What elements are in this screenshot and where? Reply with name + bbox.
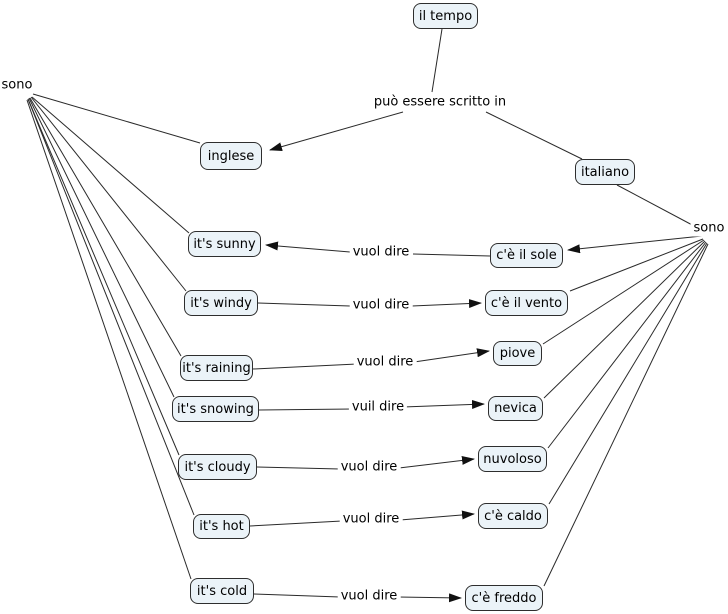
edge-italiano-sono_right: [616, 184, 697, 228]
edge-windy-vd2: [257, 302, 351, 307]
edge-puo-italiano: [485, 111, 583, 160]
edge-sono_right-freddo: [543, 243, 709, 587]
edge-sono_left-windy: [30, 96, 187, 292]
linking-phrase-sono-right[interactable]: sono: [690, 221, 728, 237]
node-piove[interactable]: piove: [493, 341, 542, 366]
node-ce-il-sole[interactable]: c'è il sole: [490, 243, 563, 268]
node-its-hot[interactable]: it's hot: [193, 514, 250, 539]
node-inglese[interactable]: inglese: [200, 142, 262, 170]
node-italiano[interactable]: italiano: [575, 159, 635, 185]
node-its-cloudy[interactable]: it's cloudy: [178, 454, 257, 480]
node-its-sunny[interactable]: it's sunny: [188, 231, 261, 257]
edge-raining-vd3: [252, 363, 358, 370]
edge-sono_left-snowing: [28, 97, 175, 398]
linking-phrase-sono-left[interactable]: sono: [0, 78, 36, 94]
edge-sono_right-nuvoloso: [547, 241, 707, 449]
node-its-snowing[interactable]: it's snowing: [172, 396, 259, 422]
edge-sono_right-sole: [567, 235, 703, 254]
edge-vd7-freddo: [397, 593, 462, 603]
edge-vd3-piove: [413, 348, 490, 363]
linking-phrase-vuol-dire-raining[interactable]: vuol dire: [353, 355, 417, 371]
edge-vd6-caldo: [399, 510, 475, 521]
linking-phrase-vuol-dire-hot[interactable]: vuol dire: [339, 512, 403, 528]
edge-sono_right-caldo: [548, 242, 708, 505]
node-il-tempo[interactable]: il tempo: [413, 3, 478, 29]
linking-phrase-puo-essere-scritto-in[interactable]: può essere scritto in: [370, 95, 510, 111]
node-ce-freddo[interactable]: c'è freddo: [465, 585, 543, 611]
linking-phrase-vuol-dire-cold[interactable]: vuol dire: [337, 589, 401, 605]
edge-vd4-nevica: [402, 399, 485, 409]
node-its-windy[interactable]: it's windy: [184, 290, 258, 316]
edge-vd1-sunny: [265, 241, 351, 253]
edge-sono_left-inglese: [32, 93, 201, 144]
node-nevica[interactable]: nevica: [488, 396, 543, 421]
node-ce-caldo[interactable]: c'è caldo: [478, 503, 548, 529]
node-its-raining[interactable]: it's raining: [180, 355, 253, 381]
linking-phrase-vuol-dire-sunny[interactable]: vuol dire: [349, 245, 413, 261]
edge-il_tempo-puo: [431, 28, 443, 93]
edge-cloudy-vd5: [256, 466, 341, 470]
edge-vd2-vento: [411, 299, 482, 309]
edge-sono_left-sunny: [31, 96, 190, 234]
edge-sole-vd1: [412, 253, 491, 257]
edge-sono_left-cold: [26, 99, 192, 580]
edge-snowing-vd4: [258, 408, 354, 411]
edge-sono_left-raining: [29, 97, 182, 357]
edge-vd5-nuvoloso: [398, 455, 475, 469]
node-ce-il-vento[interactable]: c'è il vento: [485, 290, 568, 316]
linking-phrase-vuol-dire-windy[interactable]: vuol dire: [349, 298, 413, 314]
edge-sono_right-nevica: [543, 240, 706, 399]
edge-sono_left-hot: [27, 98, 195, 516]
edge-sono_right-vento: [569, 238, 704, 292]
linking-phrase-vuol-dire-cloudy[interactable]: vuol dire: [337, 460, 401, 476]
edge-sono_left-cloudy: [27, 98, 180, 456]
linking-phrase-vuil-dire-snowing[interactable]: vuil dire: [348, 400, 408, 416]
edge-cold-vd7: [253, 593, 341, 598]
node-its-cold[interactable]: it's cold: [190, 578, 254, 604]
edge-sono_right-piove: [542, 239, 705, 345]
edge-hot-vd6: [249, 520, 343, 527]
edge-puo-inglese: [269, 111, 404, 152]
node-nuvoloso[interactable]: nuvoloso: [478, 446, 547, 472]
